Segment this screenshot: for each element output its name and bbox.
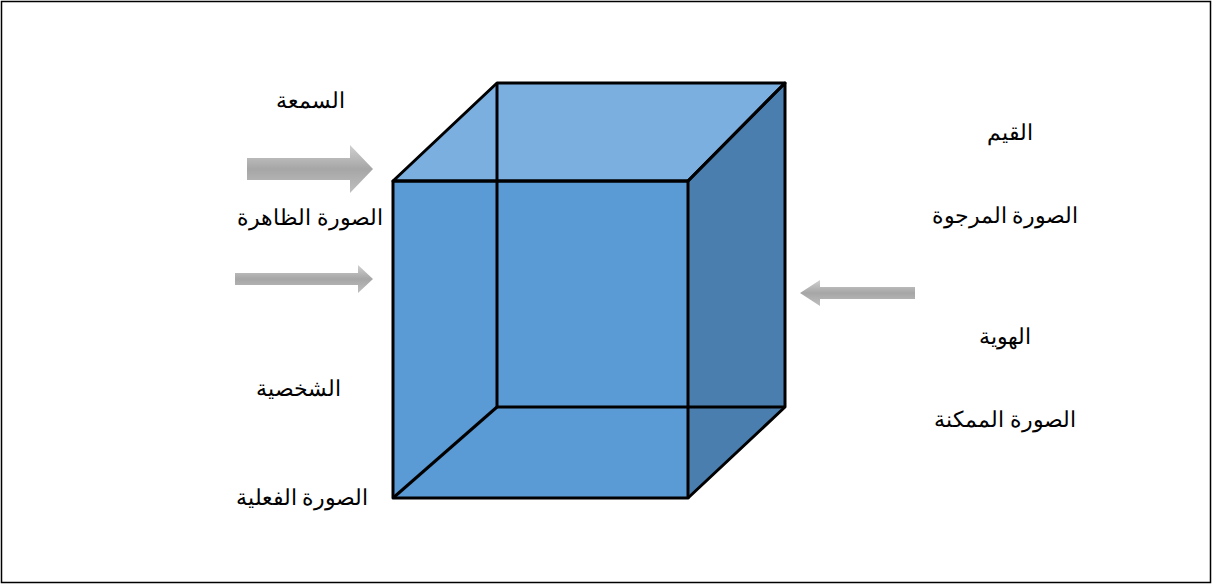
side-label: الشخصية bbox=[256, 376, 341, 402]
arrow-left bbox=[800, 280, 915, 306]
side-label: الصورة الممكنة bbox=[934, 407, 1076, 433]
side-label: الصورة المرجوة bbox=[932, 203, 1079, 229]
cube-edges bbox=[393, 83, 785, 498]
arrow-right-top bbox=[247, 145, 373, 193]
cube-front bbox=[393, 181, 688, 498]
arrow-right-bottom bbox=[235, 265, 373, 293]
side-label: القيم bbox=[987, 120, 1033, 146]
side-label: الصورة الفعلية bbox=[236, 485, 369, 511]
cube-side bbox=[688, 83, 785, 498]
side-label: الصورة الظاهرة bbox=[237, 205, 383, 231]
side-label: السمعة bbox=[276, 88, 345, 114]
side-label: الهوية bbox=[979, 324, 1031, 350]
